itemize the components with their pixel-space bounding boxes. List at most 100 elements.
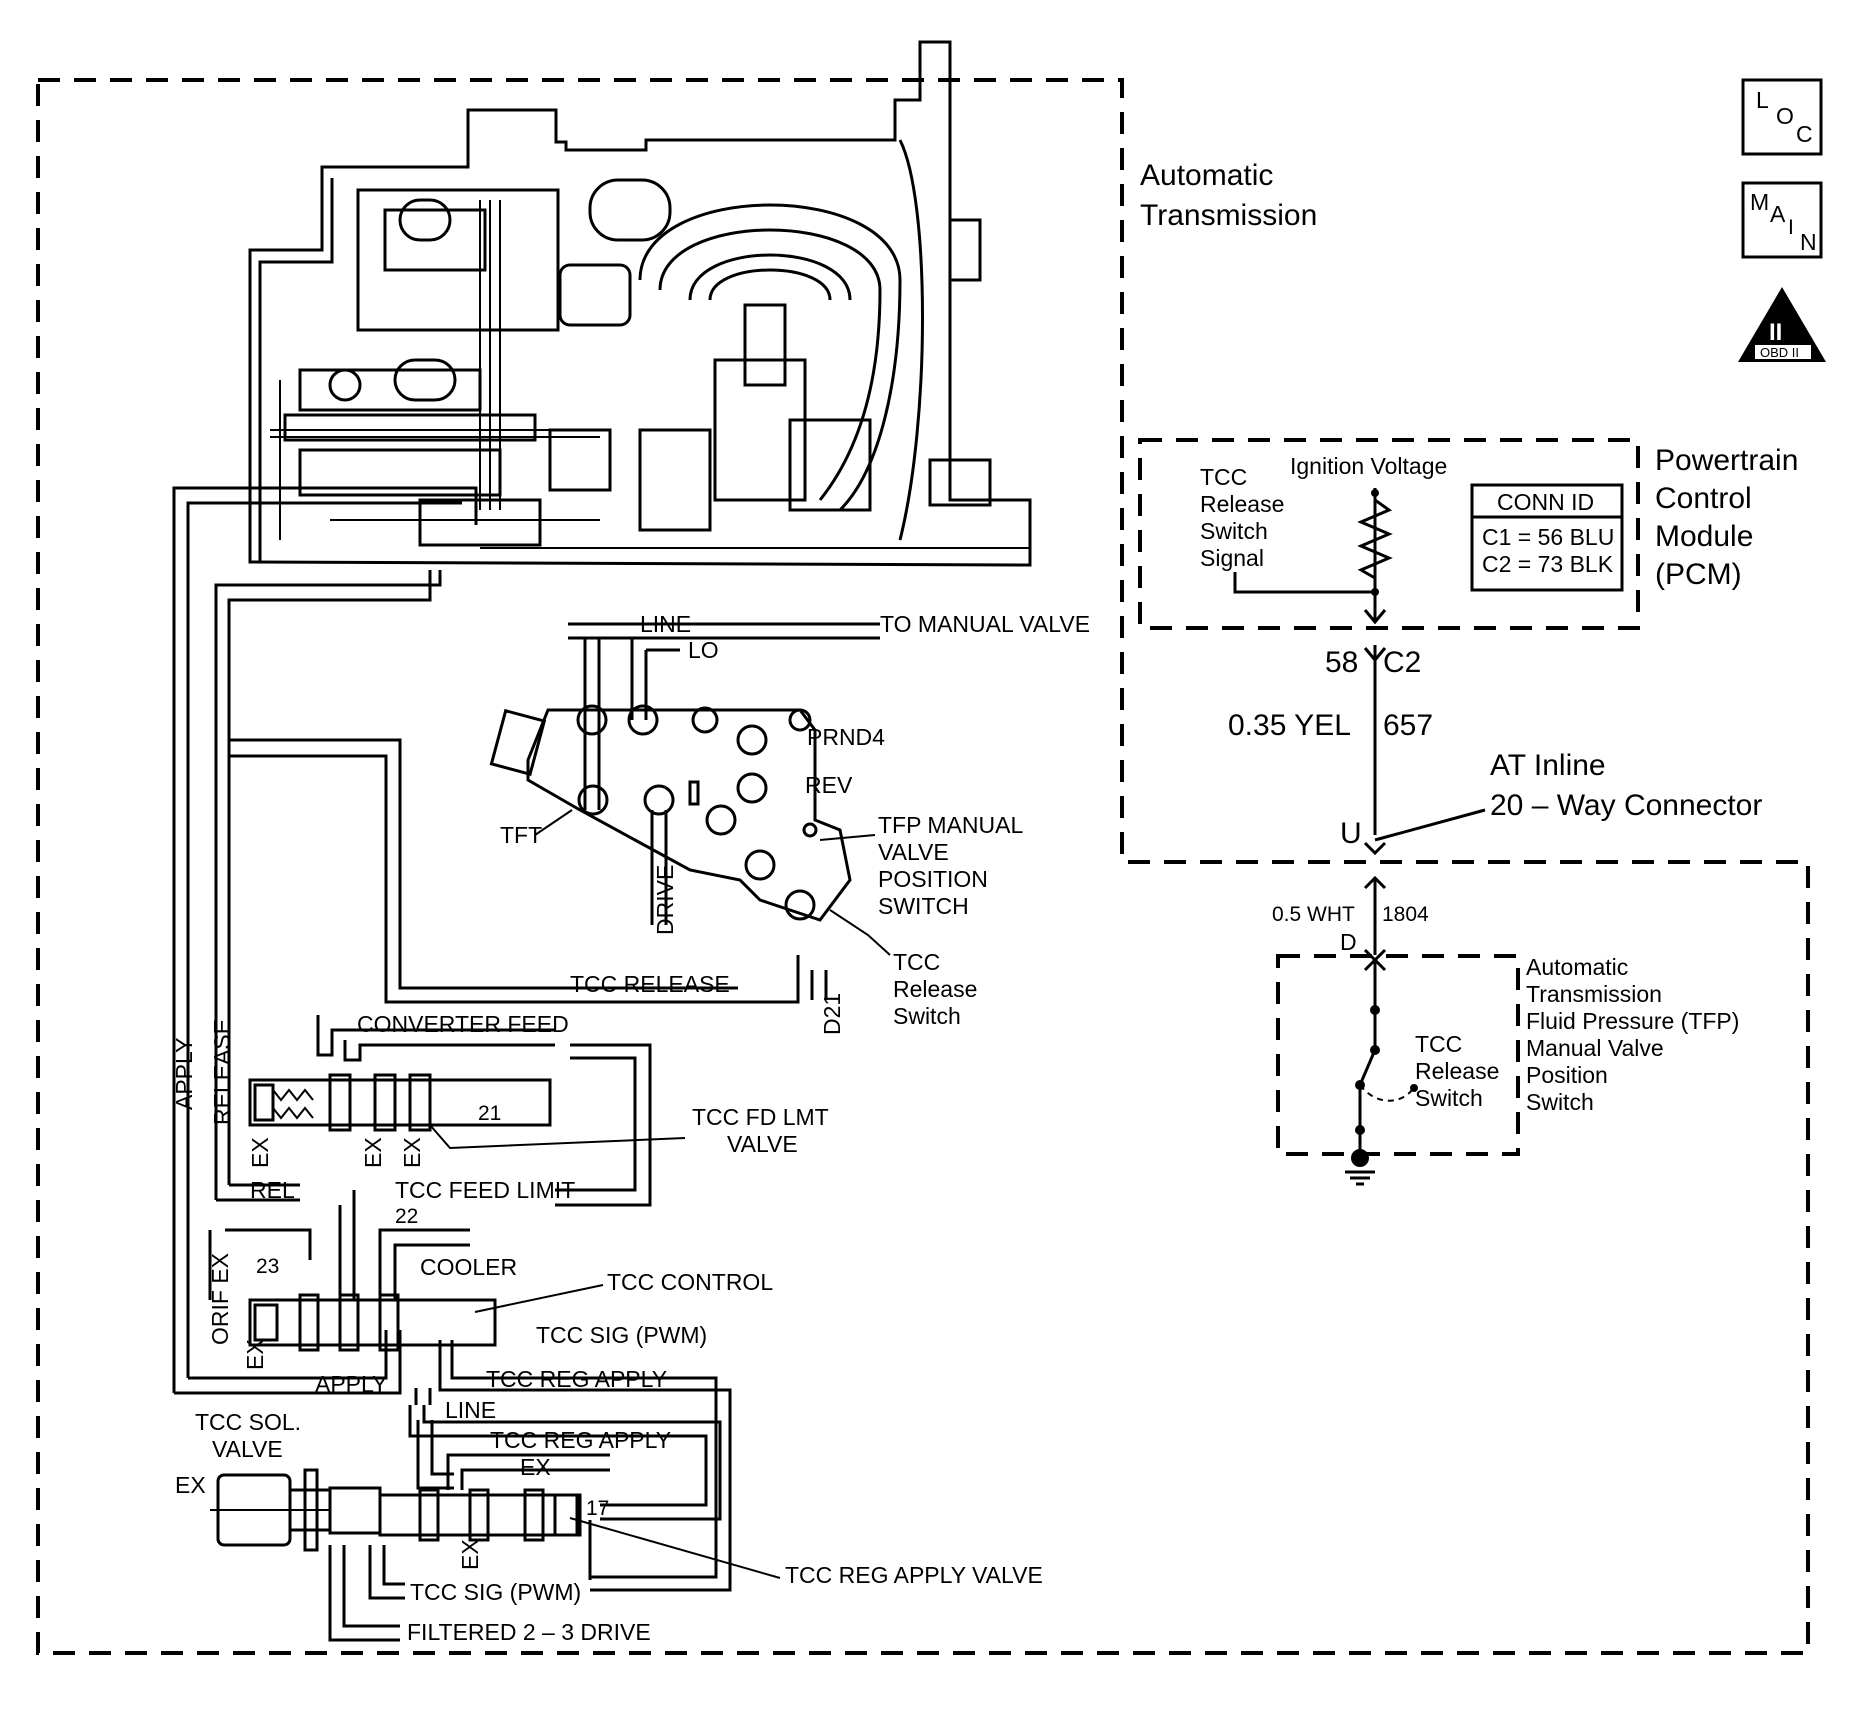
label-tfp-manual-valve-position-switch: TFP MANUAL VALVE POSITION SWITCH — [878, 812, 1023, 919]
tfp-switch-component-label: Automatic Transmission Fluid Pressure (T… — [1526, 954, 1739, 1115]
tcc-control-valve[interactable] — [248, 1293, 497, 1352]
svg-text:L: L — [1756, 87, 1769, 113]
tcc-release-switch-symbol[interactable] — [1345, 960, 1418, 1186]
label-converter-feed: CONVERTER FEED — [357, 1011, 569, 1037]
tcc-sol-valve[interactable] — [210, 1468, 382, 1552]
svg-text:VALVE: VALVE — [878, 839, 949, 865]
leader-lines — [429, 809, 891, 1579]
conn-id-title: CONN ID — [1497, 489, 1594, 515]
svg-text:Manual Valve: Manual Valve — [1526, 1035, 1664, 1061]
main-icon[interactable]: M A I N — [1741, 181, 1823, 259]
svg-text:Switch: Switch — [1200, 518, 1268, 544]
manual-valve-body — [489, 704, 852, 922]
svg-text:AT Inline: AT Inline — [1490, 749, 1606, 782]
tfp-switch-boundary — [1276, 954, 1520, 1156]
label-tcc-release-switch: TCC Release Switch — [893, 949, 977, 1029]
label-ex: EX — [242, 1339, 268, 1370]
label-tcc-sol-valve: TCC SOL. VALVE — [195, 1409, 301, 1462]
svg-text:20 – Way Connector: 20 – Way Connector — [1490, 789, 1762, 822]
label-tcc-feed-limit: TCC FEED LIMIT — [395, 1177, 575, 1203]
label-orif-ex: ORIF EX — [207, 1253, 233, 1345]
label-drive: DRIVE — [652, 865, 678, 935]
pcm-title: Powertrain Control Module (PCM) — [1655, 444, 1798, 591]
svg-text:Powertrain: Powertrain — [1655, 444, 1798, 477]
label-tcc-sig-pwm: TCC SIG (PWM) — [410, 1579, 581, 1605]
svg-text:Module: Module — [1655, 520, 1753, 553]
svg-text:M: M — [1750, 189, 1769, 215]
inline-connector-label: AT Inline 20 – Way Connector — [1490, 749, 1762, 822]
label-release-vertical: RELEASE — [209, 1019, 235, 1125]
svg-text:Transmission: Transmission — [1526, 981, 1662, 1007]
svg-text:Release: Release — [1200, 491, 1284, 517]
label-ex: EX — [399, 1137, 425, 1168]
svg-text:(PCM): (PCM) — [1655, 558, 1742, 591]
svg-text:TCC: TCC — [893, 949, 940, 975]
pcm-circuit — [1233, 483, 1624, 625]
svg-text:TCC FD LMT: TCC FD LMT — [692, 1104, 829, 1130]
svg-text:TFP MANUAL: TFP MANUAL — [878, 812, 1023, 838]
svg-text:Automatic: Automatic — [1526, 954, 1628, 980]
label-line-lower: LINE — [445, 1397, 496, 1423]
label-ex: EX — [457, 1539, 483, 1570]
tcc-release-switch-signal-label: TCC Release Switch Signal — [1200, 464, 1284, 571]
svg-text:Transmission: Transmission — [1140, 199, 1317, 232]
svg-text:Fluid Pressure (TFP): Fluid Pressure (TFP) — [1526, 1008, 1739, 1034]
connector-c2: C2 — [1383, 646, 1421, 679]
automatic-transmission-title: Automatic Transmission — [1140, 159, 1317, 232]
label-line: LINE — [640, 611, 691, 637]
wire-upper-circuit: 657 — [1383, 709, 1433, 742]
label-23: 23 — [256, 1255, 279, 1278]
tcc-reg-apply-valve[interactable] — [378, 1488, 582, 1542]
svg-text:VALVE: VALVE — [727, 1131, 798, 1157]
transmission-case-drawing — [248, 40, 1032, 567]
label-tcc-reg-apply-valve: TCC REG APPLY VALVE — [785, 1562, 1043, 1588]
label-tcc-release: TCC RELEASE — [570, 971, 730, 997]
svg-text:C: C — [1796, 121, 1813, 147]
svg-text:Release: Release — [893, 976, 977, 1002]
svg-text:Switch: Switch — [893, 1003, 961, 1029]
label-17: 17 — [586, 1497, 609, 1520]
label-cooler: COOLER — [420, 1254, 517, 1280]
label-tcc-reg-apply: TCC REG APPLY — [486, 1366, 667, 1392]
svg-text:A: A — [1770, 201, 1786, 227]
obd-ii-icon[interactable]: II OBD II — [1738, 287, 1826, 362]
svg-text:TCC: TCC — [1200, 464, 1247, 490]
svg-text:O: O — [1776, 103, 1794, 129]
transmission-boundary — [36, 78, 1810, 1655]
svg-text:OBD II: OBD II — [1760, 345, 1799, 360]
label-tcc-sig-pwm: TCC SIG (PWM) — [536, 1322, 707, 1348]
tcc-fd-lmt-valve[interactable] — [248, 1073, 552, 1132]
svg-text:I: I — [1788, 216, 1794, 239]
svg-text:TCC: TCC — [1415, 1031, 1462, 1057]
conn-id-row: C1 = 56 BLU — [1482, 524, 1614, 550]
label-ex: EX — [360, 1137, 386, 1168]
wire-upper-gauge-color: 0.35 YEL — [1228, 709, 1351, 742]
ignition-voltage-label: Ignition Voltage — [1290, 453, 1447, 479]
svg-text:Switch: Switch — [1526, 1089, 1594, 1115]
pin-u: U — [1340, 817, 1362, 850]
pcm-boundary — [1138, 438, 1640, 630]
label-ex: EX — [520, 1454, 551, 1480]
loc-icon[interactable]: L O C — [1741, 78, 1823, 156]
label-rev: REV — [805, 772, 853, 798]
svg-text:Switch: Switch — [1415, 1085, 1483, 1111]
label-apply: APPLY — [315, 1371, 387, 1397]
label-tcc-reg-apply: TCC REG APPLY — [490, 1427, 671, 1453]
svg-text:Automatic: Automatic — [1140, 159, 1273, 192]
pin-58: 58 — [1325, 646, 1358, 679]
svg-text:Position: Position — [1526, 1062, 1608, 1088]
label-filtered-2-3-drive: FILTERED 2 – 3 DRIVE — [407, 1619, 651, 1645]
wire-lower-gauge-color: 0.5 WHT — [1272, 903, 1355, 926]
svg-text:II: II — [1769, 319, 1782, 346]
svg-text:Signal: Signal — [1200, 545, 1264, 571]
svg-text:N: N — [1800, 229, 1817, 255]
tfp-switch-tcc-release-label: TCC Release Switch — [1415, 1031, 1499, 1111]
pin-d: D — [1340, 929, 1357, 955]
label-tcc-fd-lmt-valve: TCC FD LMT VALVE — [692, 1104, 829, 1157]
label-apply-vertical: APPLY — [171, 1038, 197, 1110]
label-d21: D21 — [819, 993, 845, 1035]
label-ex: EX — [247, 1137, 273, 1168]
svg-text:TCC SOL.: TCC SOL. — [195, 1409, 301, 1435]
